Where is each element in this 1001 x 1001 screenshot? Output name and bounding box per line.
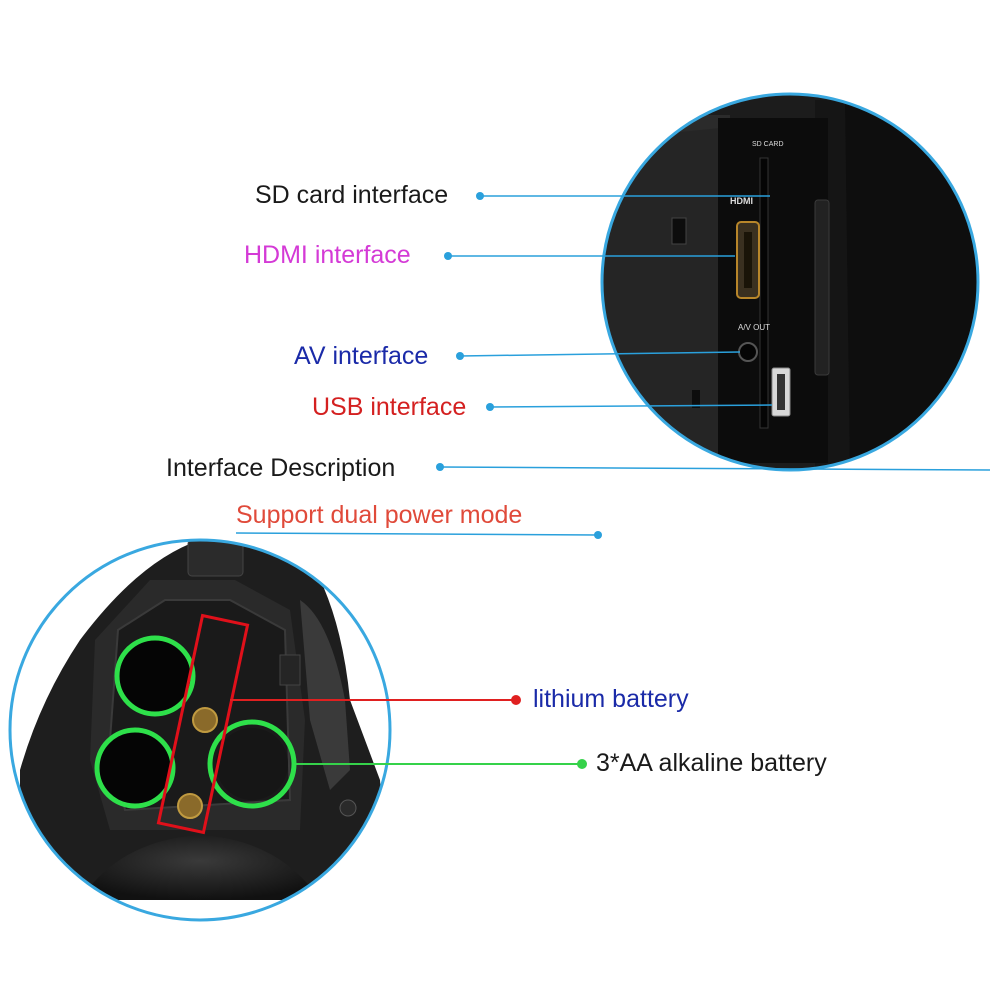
dual-power-label: Support dual power mode xyxy=(236,501,523,529)
lithium-battery-label: lithium battery xyxy=(533,685,689,713)
usb-leader-line xyxy=(489,404,773,408)
leader-lines xyxy=(230,192,991,769)
sd-card-interface-label: SD card interface xyxy=(255,181,449,209)
av-out-marking: A/V OUT xyxy=(738,323,770,332)
av-interface-label: AV interface xyxy=(294,342,429,370)
aa-well-3 xyxy=(216,728,288,800)
battery-circle-frame xyxy=(8,538,392,922)
av-jack xyxy=(738,342,758,362)
hdmi-interface-label: HDMI interface xyxy=(244,241,411,269)
aa-alkaline-battery-label: 3*AA alkaline battery xyxy=(596,749,827,777)
aa-well-2 xyxy=(99,732,171,804)
sd-card-marking: SD CARD xyxy=(752,141,784,148)
lithium-slot-highlight xyxy=(156,613,250,835)
aa-well-1 xyxy=(119,640,191,712)
usb-interface-label: USB interface xyxy=(312,393,467,421)
ports-closeup-photo: SD CARD HDMI A/V OUT xyxy=(602,94,978,470)
hdmi-marking: HDMI xyxy=(730,196,753,206)
dual-power-leader-line xyxy=(235,532,599,536)
interface-description-leader-line xyxy=(439,466,991,471)
interface-description-label: Interface Description xyxy=(166,454,396,482)
av-leader-line xyxy=(459,351,741,357)
ports-circle-frame xyxy=(600,92,980,472)
battery-closeup-photo xyxy=(10,540,390,920)
